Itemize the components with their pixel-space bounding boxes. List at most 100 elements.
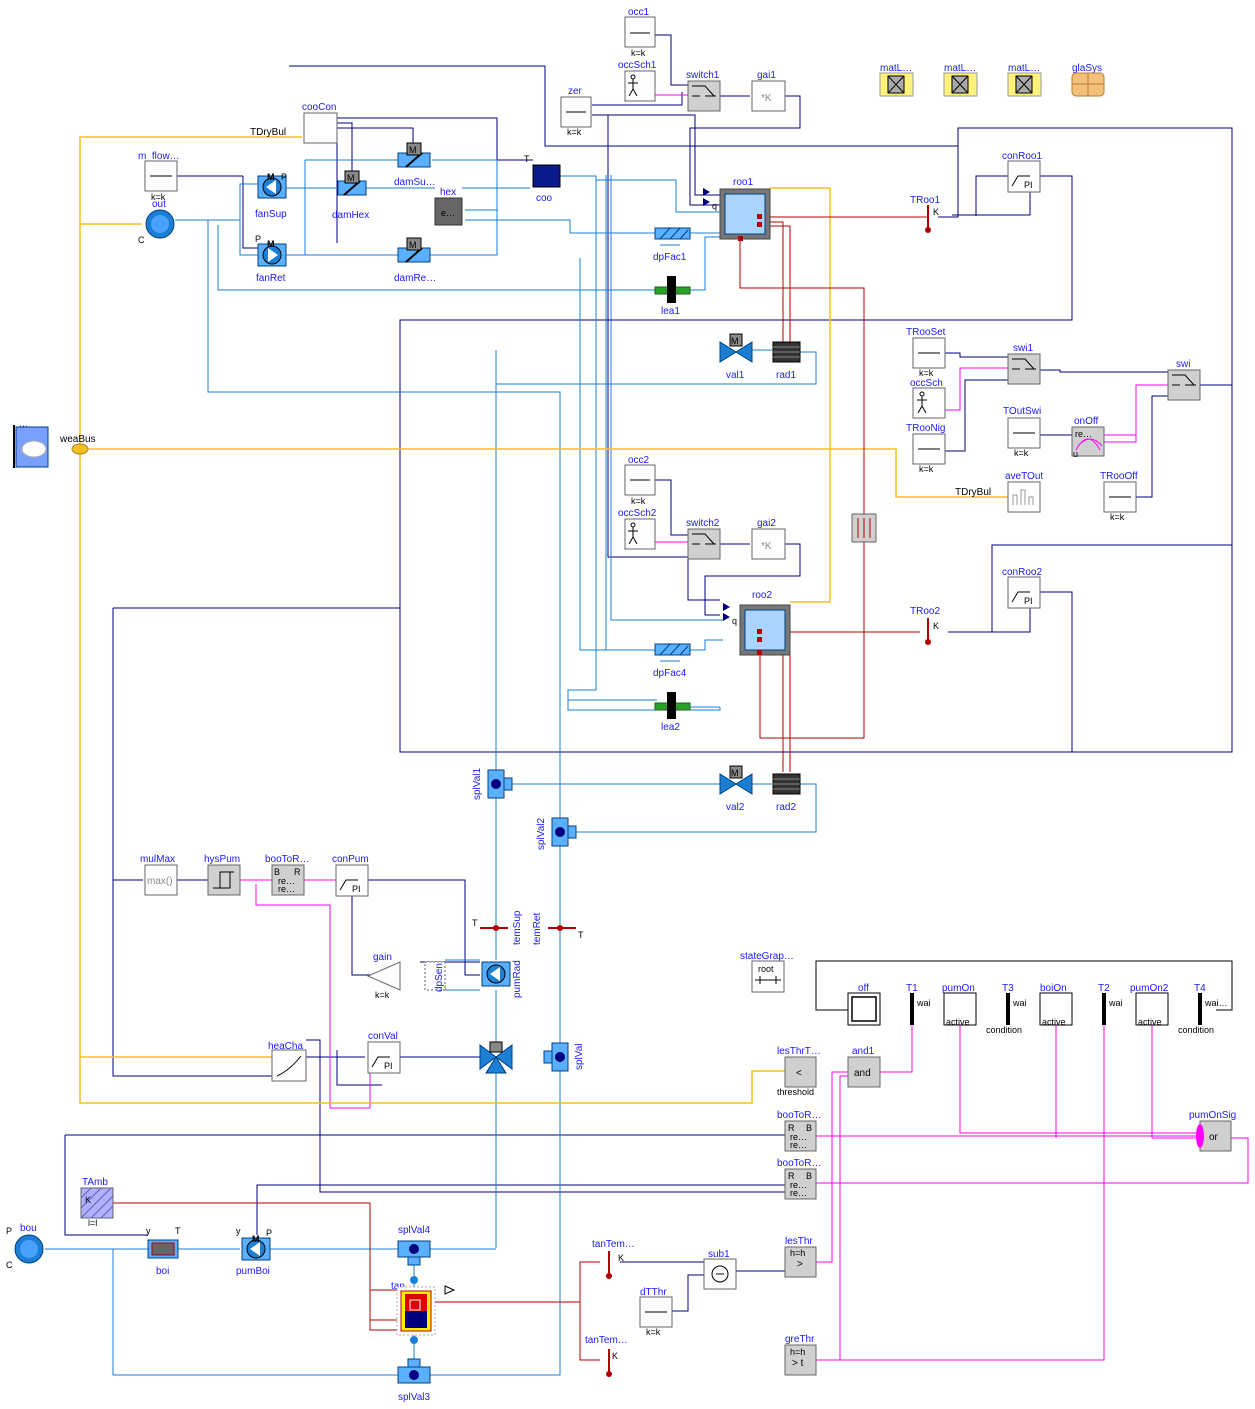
- block-zer[interactable]: zer k=k: [560, 86, 592, 137]
- re-label-2: re…: [278, 884, 295, 894]
- label-dpSen: dpSen: [434, 963, 445, 992]
- valve-val2[interactable]: M val2: [719, 765, 753, 813]
- thermal-collector[interactable]: [851, 513, 877, 543]
- step-pumOn[interactable]: pumOn active: [942, 983, 977, 1027]
- controller-conPum[interactable]: conPum PI: [332, 854, 369, 897]
- record-matL1[interactable]: matL…: [879, 63, 914, 97]
- boundary-bou[interactable]: bou P C: [6, 1223, 44, 1270]
- sensor-TRoo2[interactable]: TRoo2 K: [910, 606, 940, 645]
- sensor-TRoo1[interactable]: TRoo1 K: [910, 195, 940, 233]
- controller-conVal[interactable]: conVal PI: [367, 1031, 401, 1074]
- transition-T1[interactable]: T1 wai: [906, 983, 931, 1025]
- block-lesThr[interactable]: lesThr h=h >: [784, 1236, 817, 1278]
- label-matL2: matL…: [944, 63, 976, 74]
- block-greThr[interactable]: greThr h=h > t: [784, 1334, 817, 1376]
- controller-conRoo1[interactable]: conRoo1 PI: [1002, 151, 1042, 193]
- splitter-splVal[interactable]: splVal: [543, 1042, 585, 1072]
- splitter-splVal2[interactable]: splVal2: [536, 817, 577, 850]
- weather-data-reader[interactable]: w…: [13, 423, 49, 468]
- block-occ2[interactable]: occ2 k=k: [624, 455, 656, 506]
- transition-T4[interactable]: T4 wai… condition: [1178, 983, 1228, 1035]
- block-occSch2[interactable]: occSch2: [618, 508, 657, 550]
- stategraph-root[interactable]: stateGrap… root: [740, 951, 794, 993]
- block-TRooOff[interactable]: TRooOff k=k: [1100, 471, 1138, 522]
- block-heaCha[interactable]: heaCha: [268, 1041, 307, 1082]
- bus-weaBus[interactable]: weaBus: [59, 434, 96, 455]
- sensor-temSup[interactable]: T temSup: [472, 910, 523, 945]
- sensor-tanTem2[interactable]: tanTem… K: [585, 1335, 628, 1377]
- leakage-lea2[interactable]: lea2: [654, 692, 691, 733]
- prescribed-temp-TAmb[interactable]: TAmb K l=l: [80, 1177, 114, 1228]
- boiler-boi[interactable]: y T boi: [146, 1226, 181, 1277]
- block-swi1[interactable]: swi1: [1007, 343, 1041, 385]
- block-gai1[interactable]: gai1 *K: [751, 70, 786, 112]
- block-gai2[interactable]: gai2 *K: [751, 518, 786, 560]
- sensor-temRet[interactable]: T temRet: [532, 913, 584, 945]
- tank-tan[interactable]: tan: [391, 1276, 456, 1344]
- coil-coo[interactable]: T coo: [524, 154, 561, 204]
- block-dTThr[interactable]: dTThr k=k: [639, 1287, 673, 1337]
- block-aveTOut[interactable]: aveTOut TDryBul: [955, 471, 1043, 513]
- step-boiOn[interactable]: boiOn active: [1039, 983, 1073, 1027]
- block-occSch1[interactable]: occSch1: [618, 60, 657, 102]
- splitter-splVal3[interactable]: splVal3: [397, 1358, 431, 1403]
- damper-damRet[interactable]: M damRe…: [394, 237, 436, 284]
- splitter-splVal4[interactable]: splVal4: [397, 1225, 431, 1266]
- record-glaSys[interactable]: glaSys: [1071, 63, 1105, 97]
- block-switch2[interactable]: switch2: [686, 518, 721, 560]
- block-TRooNig[interactable]: TRooNig k=k: [906, 423, 946, 474]
- boundary-out[interactable]: out C: [138, 199, 175, 245]
- block-swi[interactable]: swi: [1167, 359, 1201, 401]
- label-damSup: damSu…: [394, 177, 436, 188]
- valve-val1[interactable]: M val1: [719, 333, 753, 381]
- valve-3way[interactable]: [479, 1041, 513, 1074]
- room-roo2[interactable]: roo2 q: [723, 590, 791, 656]
- block-onOff[interactable]: onOff re… u: [1071, 416, 1105, 459]
- block-occSch[interactable]: occSch: [910, 378, 946, 419]
- pump-pumBoi[interactable]: M y P pumBoi: [236, 1226, 272, 1277]
- controller-conRoo2[interactable]: conRoo2 PI: [1002, 567, 1042, 609]
- block-booToR1[interactable]: booToR… B R re… re…: [265, 854, 309, 896]
- block-booToR2[interactable]: booToR… R B re… re…: [777, 1110, 821, 1152]
- block-hysPum[interactable]: hysPum: [204, 854, 241, 896]
- step-off[interactable]: off: [847, 983, 881, 1026]
- block-lesThrT[interactable]: lesThrT… < threshold: [777, 1046, 821, 1097]
- room-roo1[interactable]: roo1 q: [703, 177, 771, 241]
- fan-fanSup[interactable]: M P fanSup: [255, 172, 287, 220]
- transition-T3[interactable]: T3 wai condition: [986, 983, 1027, 1035]
- pump-pumRad[interactable]: pumRad: [481, 960, 523, 998]
- record-matL2[interactable]: matL…: [943, 63, 978, 97]
- block-sub1[interactable]: sub1: [703, 1249, 737, 1290]
- block-pumOnSig[interactable]: pumOnSig or: [1189, 1110, 1236, 1152]
- resistance-dpFac1[interactable]: dpFac1: [653, 227, 691, 263]
- damper-damSup[interactable]: M damSu…: [394, 142, 436, 188]
- block-switch1[interactable]: switch1: [686, 70, 721, 112]
- radiator-rad1[interactable]: rad1: [772, 341, 801, 381]
- block-TRooSet[interactable]: TRooSet k=k: [906, 327, 946, 378]
- record-matL3[interactable]: matL…: [1007, 63, 1042, 97]
- sensor-tanTem1[interactable]: tanTem… K: [592, 1239, 635, 1279]
- block-TOutSwi[interactable]: TOutSwi k=k: [1003, 406, 1041, 458]
- block-mulMax[interactable]: mulMax max(): [140, 854, 178, 896]
- resistance-dpFac4[interactable]: dpFac4: [653, 643, 691, 679]
- label-conPum: conPum: [332, 854, 369, 865]
- splitter-splVal1[interactable]: splVal1: [472, 768, 513, 800]
- block-occ1[interactable]: occ1 k=k: [624, 7, 656, 58]
- step-pumOn2[interactable]: pumOn2 active: [1130, 983, 1169, 1027]
- port-q: q: [732, 616, 737, 626]
- radiator-rad2[interactable]: rad2: [772, 773, 801, 813]
- sensor-dpSen[interactable]: dpSen: [424, 961, 446, 992]
- label-threshold: threshold: [777, 1087, 814, 1097]
- label-lesThr: lesThr: [785, 1236, 813, 1247]
- transition-T2[interactable]: T2 wai: [1098, 983, 1123, 1025]
- block-booToR3[interactable]: booToR… R B re… re…: [777, 1158, 821, 1200]
- block-m_flow[interactable]: m_flow… k=k: [138, 151, 180, 202]
- block-gain[interactable]: gain k=k: [366, 952, 401, 1000]
- block-cooCon[interactable]: cooCon TDryBul: [250, 102, 338, 144]
- damper-damHex[interactable]: M damHex: [332, 170, 369, 221]
- fan-fanRet[interactable]: M P fanRet: [255, 234, 287, 284]
- hex-heat-exchanger[interactable]: hex e…: [434, 187, 463, 226]
- block-and1[interactable]: and1 and: [847, 1046, 881, 1088]
- leakage-lea1[interactable]: lea1: [654, 276, 691, 317]
- label-pumOn: pumOn: [942, 983, 975, 994]
